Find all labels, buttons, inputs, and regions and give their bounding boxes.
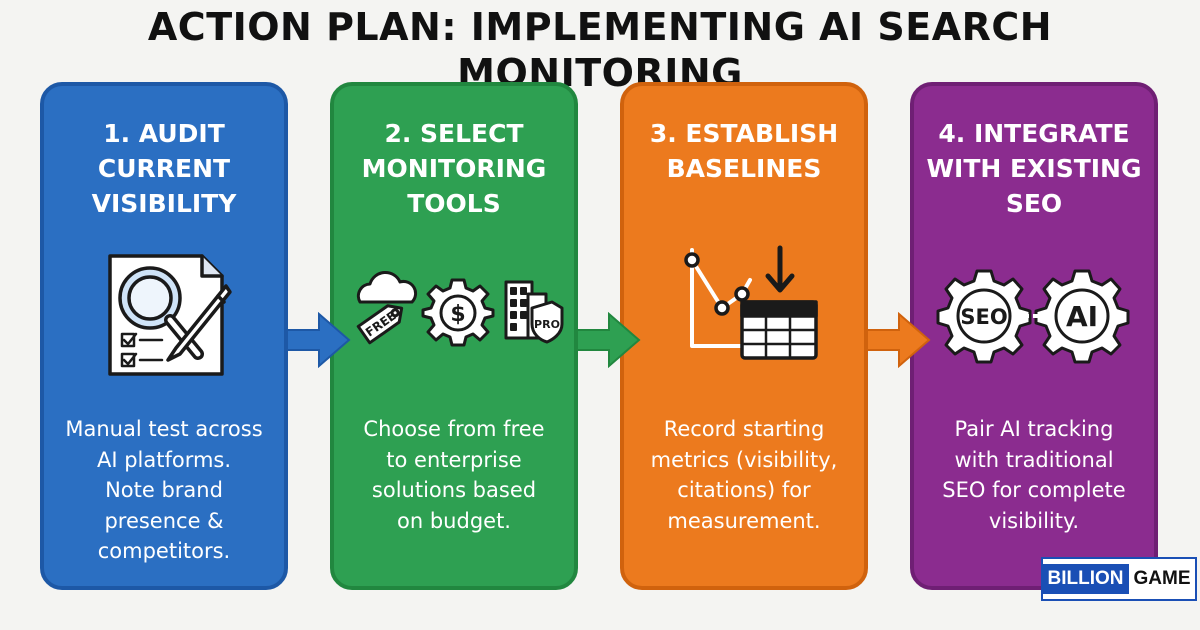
flow-arrow-2-to-3 [576, 312, 641, 368]
step-description: Choose from free to enterprise solutions… [363, 417, 545, 533]
step-description: Manual test across AI platforms. Note br… [65, 417, 263, 563]
step-description: Record starting metrics (visibility, cit… [650, 417, 838, 533]
ai-gear-label: AI [1066, 300, 1098, 333]
watermark-part1: BILLION [1042, 564, 1129, 594]
chart-table-download-icon [684, 245, 818, 360]
pro-badge-label: PRO [534, 318, 560, 331]
seo-gear-label: SEO [960, 305, 1007, 329]
watermark-part2: GAME [1133, 568, 1191, 589]
watermark-logo: BILLION GAME [1041, 557, 1197, 601]
step-title: 3. ESTABLISH BASELINES [649, 119, 839, 183]
flow-arrow-3-to-4 [866, 312, 931, 368]
step-card-audit: 1. AUDIT CURRENT VISIBILITY Manual test … [40, 82, 288, 590]
flow-arrow-1-to-2 [286, 312, 351, 368]
audit-document-magnifier-pencil-icon [108, 254, 232, 376]
seo-ai-gears-icon: SEO AI [936, 269, 1130, 364]
step-title: 4. INTEGRATE WITH EXISTING SEO [926, 119, 1142, 218]
step-card-select-tools: 2. SELECT MONITORING TOOLS FREE $ [330, 82, 578, 590]
svg-text:$: $ [450, 302, 465, 327]
page-title: ACTION PLAN: IMPLEMENTING AI SEARCH MONI… [147, 5, 1053, 95]
step-description: Pair AI tracking with traditional SEO fo… [942, 417, 1126, 533]
step-card-integrate: 4. INTEGRATE WITH EXISTING SEO SEO AI Pa… [910, 82, 1158, 590]
step-card-baselines: 3. ESTABLISH BASELINES Record starting m… [620, 82, 868, 590]
tools-free-dollar-pro-icon: FREE $ PRO [356, 271, 564, 347]
step-title: 1. AUDIT CURRENT VISIBILITY [91, 119, 237, 218]
step-title: 2. SELECT MONITORING TOOLS [361, 119, 547, 218]
